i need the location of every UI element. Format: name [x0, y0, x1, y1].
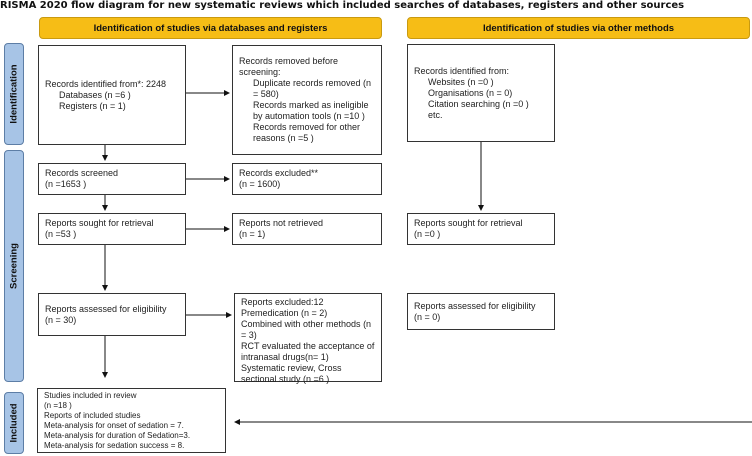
text: Meta-analysis for sedation success = 8.: [44, 440, 185, 450]
text: Records excluded**: [239, 168, 319, 178]
stage-screening: Screening: [4, 150, 24, 382]
other-records-identified-box: Records identified from:Websites (n =0 )…: [407, 44, 555, 142]
text: Records identified from:: [414, 65, 510, 76]
text: Meta-analysis for duration of Sedation=3…: [44, 430, 191, 440]
header-databases: Identification of studies via databases …: [39, 17, 382, 39]
text: Duplicate records removed (n = 580): [253, 78, 372, 99]
text: Organisations (n = 0): [428, 87, 513, 98]
text: etc.: [428, 109, 443, 120]
text: Reports sought for retrieval: [414, 218, 523, 228]
stage-included: Included: [4, 392, 24, 454]
text: Reports assessed for eligibility: [414, 300, 536, 311]
text: Meta-analysis for onset of sedation = 7.: [44, 420, 184, 430]
text: RCT evaluated the acceptance of intranas…: [241, 341, 375, 362]
text: Combined with other methods (n = 3): [241, 319, 372, 340]
text: (n =0 ): [414, 229, 441, 239]
text: Records screened: [45, 168, 119, 178]
text: Reports of included studies: [44, 410, 141, 420]
diagram-title: RISMA 2020 flow diagram for new systemat…: [0, 0, 685, 11]
text: Premedication (n = 2): [241, 308, 328, 318]
reports-sought-box: Reports sought for retrieval(n =53 ): [38, 213, 186, 245]
text: Systematic review, Cross sectional study…: [241, 363, 342, 384]
text: Websites (n =0 ): [428, 76, 494, 87]
text: Reports excluded:12: [241, 297, 324, 307]
records-excluded-box: Records excluded**(n = 1600): [232, 163, 382, 195]
text: (n =53 ): [45, 229, 77, 239]
text: (n = 1600): [239, 179, 281, 189]
text: Studies included in review: [44, 390, 137, 400]
text: Reports assessed for eligibility: [45, 303, 167, 314]
records-screened-box: Records screened(n =1653 ): [38, 163, 186, 195]
text: (n =18 ): [44, 400, 72, 410]
text: Records marked as ineligible by automati…: [253, 100, 369, 121]
text: Reports not retrieved: [239, 218, 324, 228]
stage-identification: Identification: [4, 43, 24, 145]
records-removed-box: Records removed before screening:Duplica…: [232, 45, 382, 155]
text: (n = 1): [239, 229, 266, 239]
text: Databases (n =6 ): [59, 89, 131, 100]
text: (n = 0): [414, 311, 441, 322]
other-reports-sought-box: Reports sought for retrieval(n =0 ): [407, 213, 555, 245]
text: Reports sought for retrieval: [45, 218, 154, 228]
reports-assessed-box: Reports assessed for eligibility(n = 30): [38, 293, 186, 336]
studies-included-box: Studies included in review(n =18 )Report…: [37, 388, 226, 453]
text: Citation searching (n =0 ): [428, 98, 529, 109]
text: Registers (n = 1): [59, 100, 126, 111]
text: (n =1653 ): [45, 179, 87, 189]
header-other-methods: Identification of studies via other meth…: [407, 17, 750, 39]
text: Records removed before screening:: [239, 56, 339, 77]
reports-not-retrieved-box: Reports not retrieved(n = 1): [232, 213, 382, 245]
text: (n = 30): [45, 314, 77, 325]
text: Records identified from*: 2248: [45, 78, 167, 89]
other-reports-assessed-box: Reports assessed for eligibility(n = 0): [407, 293, 555, 330]
text: Records removed for other reasons (n =5 …: [253, 122, 361, 143]
